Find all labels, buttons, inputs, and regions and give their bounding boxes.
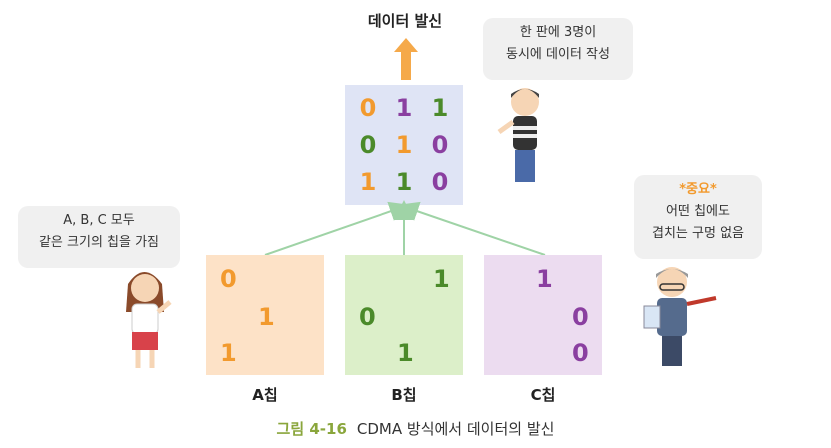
connector-a: [264, 201, 410, 256]
chip-a: 0 1 1: [206, 255, 324, 375]
chip-b: 1 0 1: [345, 255, 463, 375]
chip-b-label: B칩: [391, 386, 417, 404]
chip-c-label: C칩: [530, 386, 556, 404]
bubble-text: 한 판에 3명이: [519, 25, 597, 40]
chip-a-digit: 0: [220, 265, 237, 293]
matrix-cell: 1: [431, 94, 449, 122]
figure-caption-text: CDMA 방식에서 데이터의 발신: [356, 420, 555, 438]
chip-b-digit: 1: [397, 339, 414, 367]
bubble-text: A, B, C 모두: [63, 213, 135, 228]
diagram-title: 데이터 발신: [367, 12, 443, 30]
bubble-text: 겹치는 구멍 없음: [652, 226, 744, 241]
bubble-emphasis: *중요*: [679, 182, 717, 197]
bubble-text: 동시에 데이터 작성: [506, 47, 610, 62]
chip-a-label: A칩: [252, 386, 278, 404]
figure-number: 그림 4-16: [276, 420, 347, 438]
bubble-text: 어떤 칩에도: [666, 204, 730, 219]
man-character-illustration: [497, 88, 539, 182]
chip-a-digit: 1: [258, 303, 275, 331]
left-speech-bubble: A, B, C 모두 같은 크기의 칩을 가짐: [18, 206, 180, 268]
matrix-cell: 1: [395, 131, 413, 159]
chip-c-digit: 0: [572, 303, 589, 331]
top-speech-bubble: 한 판에 3명이 동시에 데이터 작성: [483, 18, 633, 80]
up-arrow-icon: [394, 38, 418, 80]
chip-b-digit: 1: [433, 265, 450, 293]
teacher-character-illustration: [643, 267, 717, 366]
bubble-text: 같은 크기의 칩을 가짐: [38, 235, 160, 250]
girl-character-illustration: [126, 272, 172, 368]
chip-c: 1 0 0: [484, 255, 602, 375]
matrix-cell: 0: [359, 131, 377, 159]
matrix-cell: 0: [359, 94, 377, 122]
matrix-cell: 0: [431, 168, 449, 196]
chip-c-digit: 0: [572, 339, 589, 367]
chip-a-digit: 1: [220, 339, 237, 367]
matrix-cell: 0: [431, 131, 449, 159]
chip-c-digit: 1: [536, 265, 553, 293]
matrix-cell: 1: [395, 168, 413, 196]
matrix-cell: 1: [359, 168, 377, 196]
right-speech-bubble: *중요* 어떤 칩에도 겹치는 구멍 없음: [634, 175, 762, 259]
combined-data-matrix: 0 1 1 0 1 0 1 1 0: [345, 85, 463, 205]
figure-caption: 그림 4-16 CDMA 방식에서 데이터의 발신: [0, 418, 831, 439]
chip-b-digit: 0: [359, 303, 376, 331]
connector-c: [398, 201, 546, 256]
matrix-cell: 1: [395, 94, 413, 122]
